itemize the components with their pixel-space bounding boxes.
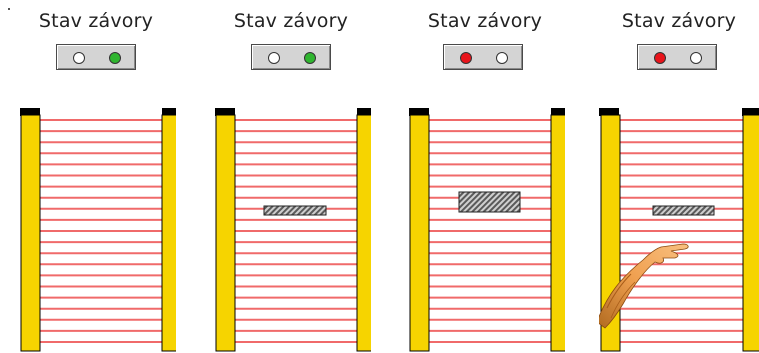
light-curtain-panel-4: Stav závory — [599, 0, 759, 353]
light-curtain — [599, 108, 759, 352]
status-indicator — [56, 44, 136, 70]
hand-icon — [599, 243, 689, 329]
beam-area — [38, 116, 156, 350]
status-indicator — [637, 44, 717, 70]
light-curtain — [409, 108, 565, 352]
beam-area — [621, 116, 739, 350]
right-post — [161, 114, 176, 352]
right-post — [550, 114, 565, 352]
beam-area — [427, 116, 545, 350]
left-post-cap — [215, 108, 235, 116]
indicator-lamp-left — [73, 52, 85, 64]
left-post-cap — [409, 108, 429, 116]
beam-area — [233, 116, 351, 350]
right-post-cap — [162, 108, 176, 116]
status-label: Stav závory — [38, 10, 154, 32]
status-label: Stav závory — [621, 10, 737, 32]
light-curtain-panel-2: Stav závory — [211, 0, 371, 353]
right-post-cap — [357, 108, 371, 116]
indicator-lamp-right — [496, 52, 508, 64]
test-rod-obstacle — [263, 205, 327, 216]
right-post-cap — [551, 108, 565, 116]
left-post-cap — [599, 108, 619, 116]
indicator-lamp-left — [460, 52, 472, 64]
right-post — [356, 114, 371, 352]
light-curtain-panel-1: Stav závory — [16, 0, 176, 353]
beams — [235, 119, 357, 343]
right-post — [742, 114, 759, 352]
status-label: Stav závory — [233, 10, 349, 32]
indicator-lamp-left — [268, 52, 280, 64]
obstacle — [458, 191, 521, 213]
beams — [40, 119, 162, 343]
indicator-lamp-left — [654, 52, 666, 64]
stray-dot — [8, 8, 10, 10]
light-curtain — [215, 108, 371, 352]
left-post-cap — [20, 108, 40, 116]
indicator-lamp-right — [109, 52, 121, 64]
beams — [429, 119, 551, 343]
beams — [620, 119, 743, 343]
status-label: Stav závory — [427, 10, 543, 32]
status-indicator — [251, 44, 331, 70]
indicator-lamp-right — [690, 52, 702, 64]
status-indicator — [443, 44, 523, 70]
left-post — [215, 114, 236, 352]
right-post-cap — [742, 108, 759, 116]
light-curtain — [20, 108, 176, 352]
indicator-lamp-right — [304, 52, 316, 64]
light-curtain-panel-3: Stav závory — [405, 0, 565, 353]
left-post — [409, 114, 430, 352]
left-post — [20, 114, 41, 352]
test-rod-obstacle — [652, 205, 715, 216]
